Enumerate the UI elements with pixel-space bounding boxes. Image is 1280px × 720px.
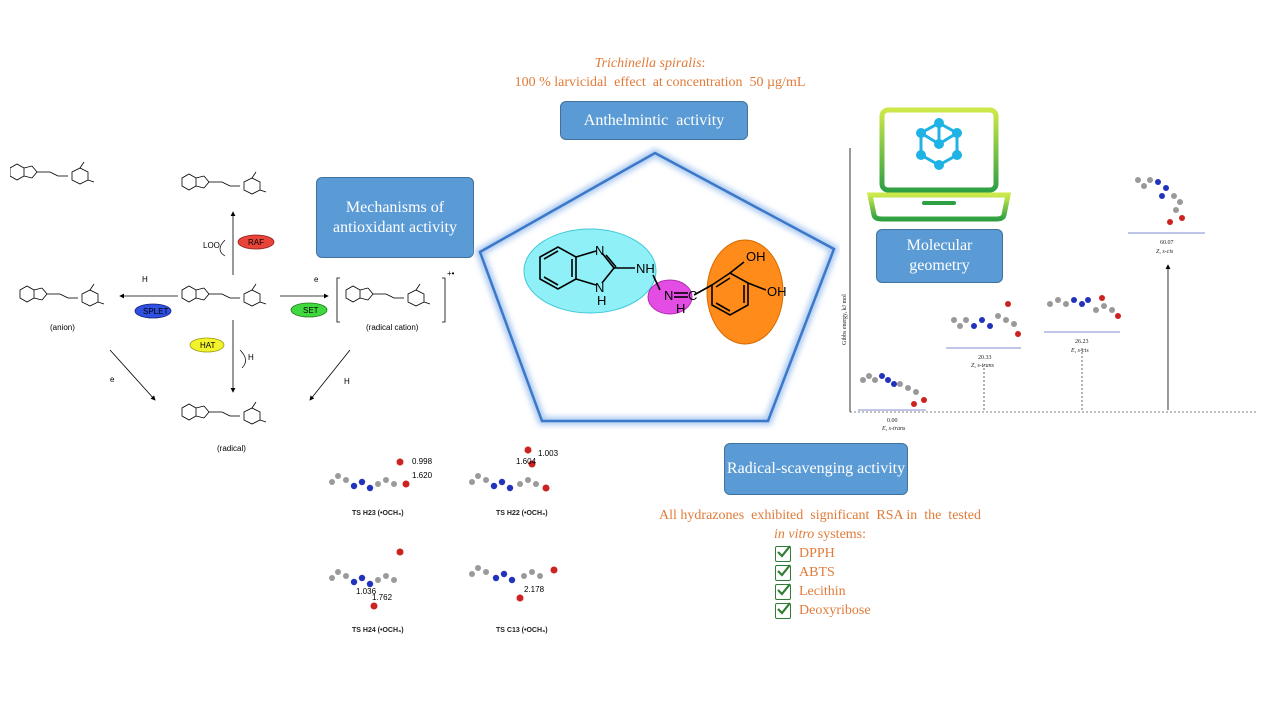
splet-label: SPLET: [143, 307, 168, 316]
hat-label: HAT: [200, 341, 216, 350]
ts-h23-label: TS H23 (•OCH₃): [352, 510, 404, 517]
svg-text:1.620: 1.620: [412, 471, 433, 480]
molecular-geometry-box: Molecular geometry: [876, 229, 1003, 283]
atom-n2: N: [595, 280, 604, 295]
level-value-2: 26.23: [1075, 339, 1089, 345]
check-item-lecithin: Lecithin: [775, 583, 846, 600]
checkmark-icon: [775, 602, 791, 619]
e-minus-set-label: e: [314, 275, 319, 284]
radical-label: (radical): [217, 444, 246, 453]
anthelmintic-activity-box: Anthelmintic activity: [560, 101, 748, 140]
h-plus-label: H: [344, 377, 350, 386]
radical-cation-molecule: [345, 283, 431, 307]
conformer-e-scis: [1047, 295, 1121, 319]
rsa-summary-line1: All hydrazones exhibited significant RSA…: [659, 508, 981, 523]
parent-molecule: [181, 283, 267, 307]
ts-h22-structure: 1.003 1.604: [469, 446, 559, 492]
benzimidazole-highlight: [523, 228, 657, 314]
check-item-dpph: DPPH: [775, 545, 835, 562]
hat-oval: [189, 337, 225, 353]
catechol-highlight: [706, 239, 784, 345]
ts-h24-structure: 1.036 1.762: [329, 548, 404, 610]
radical-molecule: [181, 401, 267, 425]
transition-state-structures: 0.998 1.620 1.003 1.604 1.036 1.762 2.17…: [329, 446, 559, 610]
ts-h23-structure: 0.998 1.620: [329, 457, 433, 492]
ts-h24-label: TS H24 (•OCH₃): [352, 627, 404, 634]
level-label-2: E, s-cis: [1070, 348, 1089, 354]
atom-n1: N: [595, 243, 604, 258]
svg-text:0.998: 0.998: [412, 457, 433, 466]
ts-c13-structure: 2.178: [469, 565, 558, 602]
splet-oval: [134, 303, 172, 319]
check-item-deoxyribose: Deoxyribose: [775, 602, 871, 619]
ts-c13-label: TS C13 (•OCH₃): [496, 627, 548, 634]
checkmark-icon: [775, 545, 791, 562]
anion-label: (anion): [50, 323, 75, 332]
atom-h2: H: [676, 301, 685, 316]
species-name: Trichinella spiralis: [594, 56, 702, 71]
h-hat-label: H: [248, 353, 254, 362]
conformer-z-strans: [951, 301, 1021, 337]
atom-oh1: OH: [746, 249, 766, 264]
pentagon-outline: [478, 151, 836, 423]
atom-nh: NH: [636, 261, 655, 276]
checkmark-icon: [775, 583, 791, 600]
raf-oval: [237, 234, 275, 250]
antioxidant-mechanism-scheme: +• RAF SPLET SET HAT LOO H e H e H (anio…: [10, 161, 455, 453]
gibbs-energy-diagram: Gibbs energy, kJ mol 0.00 E, s-trans 20.…: [842, 148, 1256, 432]
level-label-0: E, s-trans: [881, 426, 906, 432]
radical-scavenging-box: Radical-scavenging activity: [724, 443, 908, 495]
larvicidal-effect-text: 100 % larvicidal effect at concentration…: [514, 75, 806, 90]
svg-text:1.036: 1.036: [356, 587, 377, 596]
set-label: SET: [303, 306, 319, 315]
check-item-abts: ABTS: [775, 564, 835, 581]
level-value-3: 60.07: [1160, 240, 1174, 246]
radical-cation-label: (radical cation): [366, 323, 419, 332]
species-line: Trichinella spiralis:: [594, 56, 706, 71]
svg-text:+•: +•: [447, 269, 455, 278]
atom-h1: H: [597, 293, 606, 308]
checkmark-icon: [775, 564, 791, 581]
loo-label: LOO: [203, 241, 220, 250]
e-minus-label: e: [110, 375, 115, 384]
rsa-summary-line2: in vitro systems:: [773, 527, 867, 542]
atom-n3: N: [664, 288, 673, 303]
svg-text:2.178: 2.178: [524, 585, 545, 594]
level-label-1: Z, s-trans: [971, 363, 995, 369]
central-pentagon-diagram: N NH N H N C H OH OH: [475, 148, 839, 425]
level-value-0: 0.00: [887, 418, 898, 424]
anion-molecule: [19, 283, 105, 307]
level-value-1: 20.33: [978, 355, 992, 361]
conformer-z-scis: [1135, 177, 1185, 225]
svg-text:1.003: 1.003: [538, 449, 559, 458]
atom-oh2: OH: [767, 284, 787, 299]
raf-product-molecule: [181, 171, 267, 195]
conformer-e-strans: [860, 373, 927, 407]
svg-text:1.762: 1.762: [372, 593, 393, 602]
h-plus-splet-label: H: [142, 275, 148, 284]
energy-axis-label: Gibbs energy, kJ mol: [842, 294, 848, 345]
atom-c: C: [688, 288, 697, 303]
mechanisms-antioxidant-box: Mechanisms of antioxidant activity: [316, 177, 474, 258]
ts-h22-label: TS H22 (•OCH₃): [496, 510, 548, 517]
svg-text:1.604: 1.604: [516, 457, 537, 466]
level-label-3: Z, s-cis: [1156, 249, 1174, 255]
laptop-computer-icon: [866, 107, 1012, 222]
raf-label: RAF: [248, 238, 264, 247]
set-oval: [290, 302, 328, 318]
